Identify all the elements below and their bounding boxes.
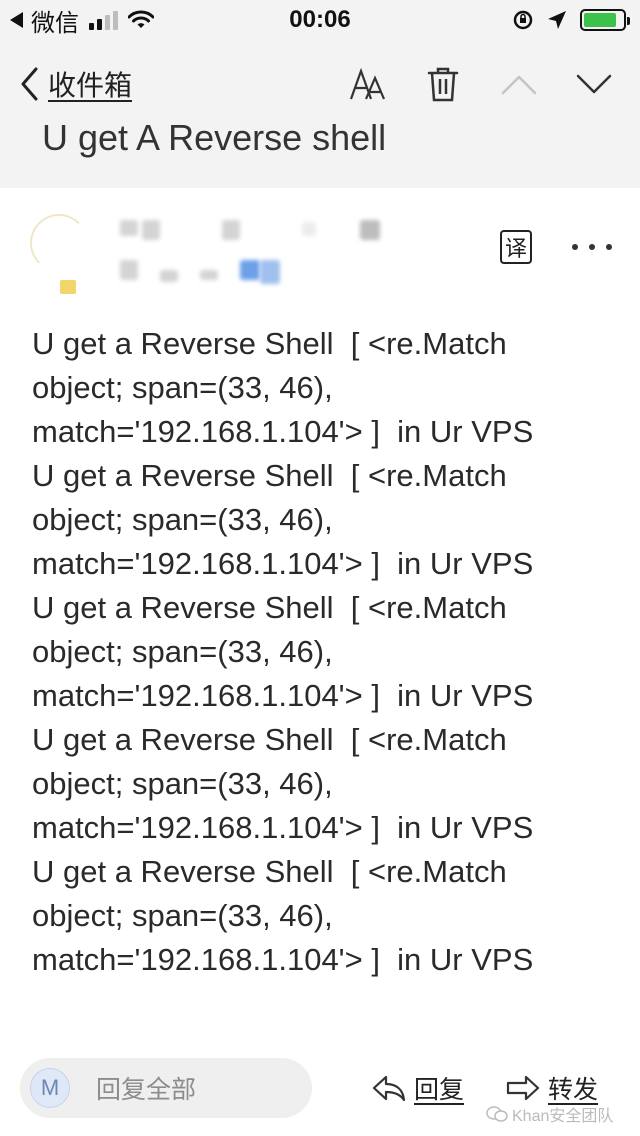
carrier-label[interactable]: 微信 xyxy=(31,9,79,37)
redacted-sender-name xyxy=(120,220,138,236)
watermark-text: Khan安全团队 xyxy=(512,1108,614,1125)
redacted-sender-address xyxy=(160,270,178,282)
reply-icon xyxy=(372,1075,406,1102)
mail-body-line: match='192.168.1.104'> ] in Ur VPS xyxy=(32,414,534,449)
mail-body-line: U get a Reverse Shell [ <re.Match xyxy=(32,326,507,361)
reply-button[interactable]: 回复 xyxy=(372,1068,464,1108)
sender-row: 译 xyxy=(0,188,640,298)
reply-all-label: 回复全部 xyxy=(96,1076,197,1104)
redacted-sender-name xyxy=(302,222,316,236)
redacted-sender-address xyxy=(120,260,138,280)
mail-body-line: object; span=(33, 46), xyxy=(32,634,333,669)
redacted-sender-address xyxy=(200,270,218,280)
back-to-app-icon[interactable] xyxy=(10,12,23,28)
mail-body-line: U get a Reverse Shell [ <re.Match xyxy=(32,854,507,889)
forward-button[interactable]: 转发 xyxy=(506,1068,598,1108)
mail-body-line: match='192.168.1.104'> ] in Ur VPS xyxy=(32,678,534,713)
more-dot-icon xyxy=(606,244,612,250)
previous-mail-button[interactable] xyxy=(497,62,541,106)
mail-body-line: object; span=(33, 46), xyxy=(32,370,333,405)
mail-body: U get a Reverse Shell [ <re.Match object;… xyxy=(32,322,622,982)
more-dot-icon xyxy=(589,244,595,250)
back-button[interactable]: 收件箱 xyxy=(20,62,132,106)
chevron-down-icon xyxy=(576,74,612,94)
back-label: 收件箱 xyxy=(48,70,133,101)
next-mail-button[interactable] xyxy=(572,62,616,106)
location-icon xyxy=(548,11,566,29)
chevron-up-icon xyxy=(501,75,537,95)
more-options-button[interactable] xyxy=(572,232,612,262)
status-bar: 微信 00:06 xyxy=(0,0,640,40)
reply-label: 回复 xyxy=(414,1076,465,1104)
status-left: 微信 xyxy=(10,6,154,37)
delete-button[interactable] xyxy=(421,62,465,106)
mail-body-line: object; span=(33, 46), xyxy=(32,502,333,537)
font-size-button[interactable] xyxy=(346,62,390,106)
redacted-sender-name xyxy=(142,220,160,240)
forward-label: 转发 xyxy=(548,1076,599,1104)
mail-body-line: U get a Reverse Shell [ <re.Match xyxy=(32,458,507,493)
battery-level xyxy=(584,13,617,27)
translate-button[interactable]: 译 xyxy=(500,230,532,264)
battery-icon xyxy=(580,9,630,31)
redacted-sender-name xyxy=(222,220,240,240)
redacted-sender-name xyxy=(360,220,380,240)
mail-body-line: object; span=(33, 46), xyxy=(32,898,333,933)
my-avatar: M xyxy=(30,1068,70,1108)
watermark: Khan安全团队 xyxy=(486,1100,613,1128)
forward-icon xyxy=(506,1075,540,1101)
translate-icon: 译 xyxy=(504,236,527,261)
mail-body-line: match='192.168.1.104'> ] in Ur VPS xyxy=(32,810,534,845)
mail-body-line: object; span=(33, 46), xyxy=(32,766,333,801)
top-nav: 收件箱 U get A Reverse s xyxy=(0,40,640,188)
mail-subject: U get A Reverse shell xyxy=(42,117,387,158)
sender-avatar[interactable] xyxy=(30,214,88,272)
redacted-sender-address xyxy=(240,260,260,280)
signal-strength-icon xyxy=(89,10,118,30)
wechat-logo-icon xyxy=(486,1106,508,1122)
redacted-sender-address xyxy=(260,260,280,284)
reply-all-button[interactable]: M 回复全部 xyxy=(20,1058,312,1118)
mail-body-line: U get a Reverse Shell [ <re.Match xyxy=(32,722,507,757)
status-time: 00:06 xyxy=(289,6,351,33)
more-dot-icon xyxy=(572,244,578,250)
mail-body-line: U get a Reverse Shell [ <re.Match xyxy=(32,590,507,625)
bottom-action-bar: M 回复全部 回复 转发 Khan安全团队 xyxy=(0,1048,640,1136)
wifi-icon xyxy=(128,10,154,28)
font-size-icon xyxy=(349,67,386,100)
sender-avatar-badge xyxy=(60,280,76,294)
mail-body-line: match='192.168.1.104'> ] in Ur VPS xyxy=(32,546,534,581)
status-right xyxy=(512,7,630,33)
trash-icon xyxy=(427,67,459,102)
rotation-lock-icon xyxy=(513,10,533,30)
mail-body-line: match='192.168.1.104'> ] in Ur VPS xyxy=(32,942,534,977)
chevron-left-icon xyxy=(21,67,38,101)
